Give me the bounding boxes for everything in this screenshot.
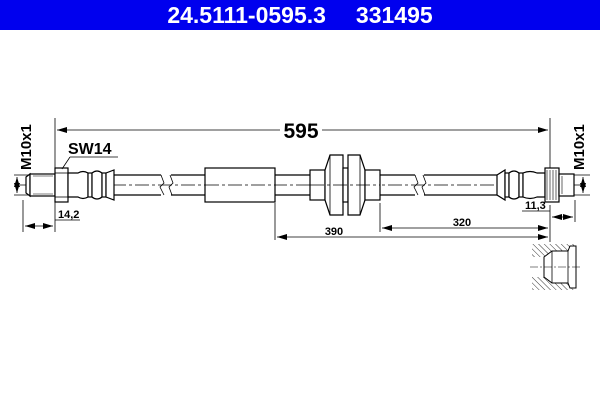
dimension-320: 320 [379,203,548,232]
wrench-size-label: SW14 [68,141,112,158]
left-fitting [25,167,115,203]
dimension-390: 390 [274,203,548,240]
right-fitting-length-label: 11,3 [525,200,546,212]
reference-number: 331495 [355,1,433,28]
title-bar: 24.5111-0595.3 331495 [0,0,600,30]
total-length-label: 595 [283,120,318,143]
dimension-left-fitting: 14,2 [22,200,80,232]
part-number: 24.5111-0595.3 [167,1,326,28]
dim-390-label: 390 [325,226,343,238]
dimension-right-thread: M10x1 [568,124,590,196]
dimension-total-length: 595 [54,118,551,172]
left-fitting-length-label: 14,2 [58,209,79,221]
wrench-size-callout: SW14 [61,141,118,170]
right-fitting [496,167,575,203]
left-thread-label: M10x1 [18,124,35,170]
hose [114,174,497,196]
dim-320-label: 320 [453,217,471,229]
bracket-coupling [309,154,381,216]
hose-sleeve [204,167,276,203]
right-thread-label: M10x1 [571,124,588,170]
dimension-right-fitting: 11,3 [522,200,576,242]
thread-port-section-detail [530,244,580,290]
